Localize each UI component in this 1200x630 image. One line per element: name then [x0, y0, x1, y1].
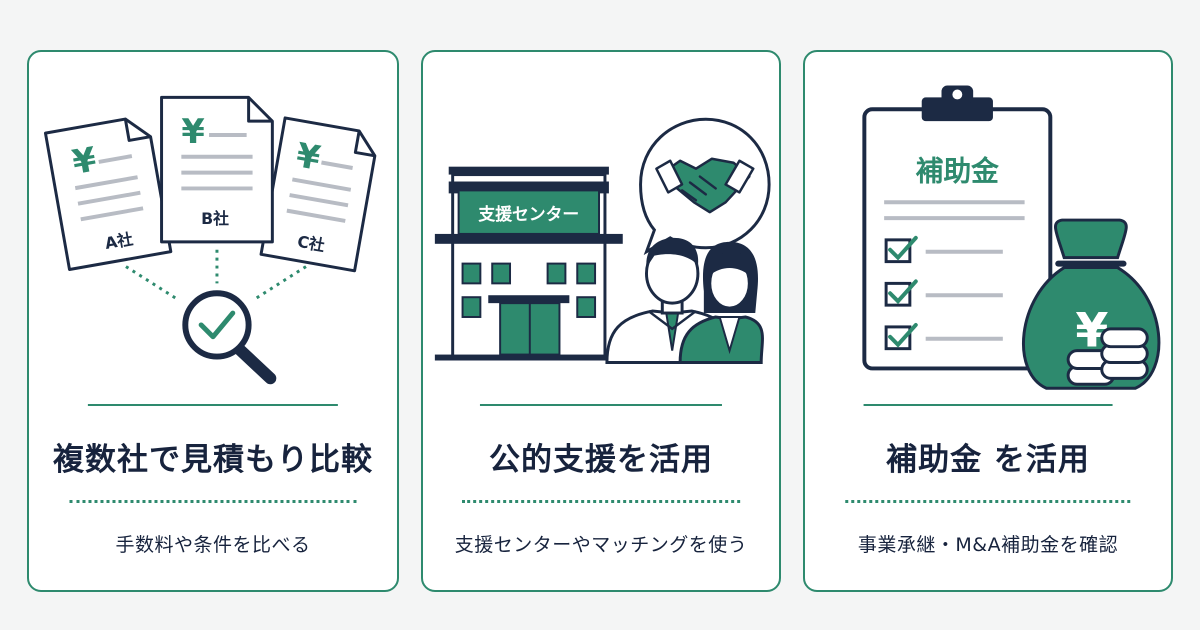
clipboard-icon: 補助金: [862, 85, 1053, 371]
card-title: 複数社で見積もり比較: [53, 442, 373, 478]
card-divider: [863, 404, 1113, 406]
advisor-woman-icon: [678, 241, 764, 364]
quote-document-b: ¥ B社: [160, 95, 274, 244]
dotted-divider: [462, 500, 740, 503]
card-public-support: 支援センター: [421, 50, 781, 592]
card-divider: [479, 404, 723, 406]
card-subtitle: 手数料や条件を比べる: [115, 534, 311, 556]
card-compare-quotes: ¥ A社 ¥ C社 ¥ B社: [27, 50, 399, 592]
public-support-illustration: 支援センター: [434, 117, 771, 364]
card-divider: [87, 404, 339, 406]
support-center-building: 支援センター: [434, 166, 623, 361]
card-subtitle: 支援センターやマッチングを使う: [454, 534, 748, 556]
magnifier-check-icon: [182, 290, 277, 385]
building-sign: 支援センター: [477, 204, 579, 224]
quote-document-c: ¥ C社: [259, 116, 377, 273]
card-subtitle: 事業承継・M&A補助金を確認: [857, 534, 1119, 556]
dotted-divider: [845, 500, 1131, 503]
subsidy-illustration: 補助金 ¥: [862, 85, 1161, 390]
compare-quotes-illustration: ¥ A社 ¥ C社 ¥ B社: [43, 95, 377, 385]
yen-icon: ¥: [181, 112, 204, 151]
handshake-bubble: [639, 117, 771, 256]
dotted-divider: [69, 500, 357, 503]
clipboard-title: 補助金: [915, 155, 999, 188]
checklist: [884, 235, 1003, 351]
card-title: 公的支援を活用: [489, 442, 713, 478]
card-subsidy: 補助金 ¥: [803, 50, 1173, 592]
handshake-icon: [655, 157, 755, 214]
company-label-a: A社: [103, 229, 134, 253]
quote-document-a: ¥ A社: [43, 117, 173, 271]
company-label-c: C社: [296, 232, 326, 256]
coin-stack-icon: [1066, 327, 1149, 386]
building-windows: [461, 262, 597, 318]
card-title: 補助金 を活用: [886, 442, 1090, 478]
connector-lines: [125, 249, 307, 301]
company-label-b: B社: [201, 209, 229, 228]
